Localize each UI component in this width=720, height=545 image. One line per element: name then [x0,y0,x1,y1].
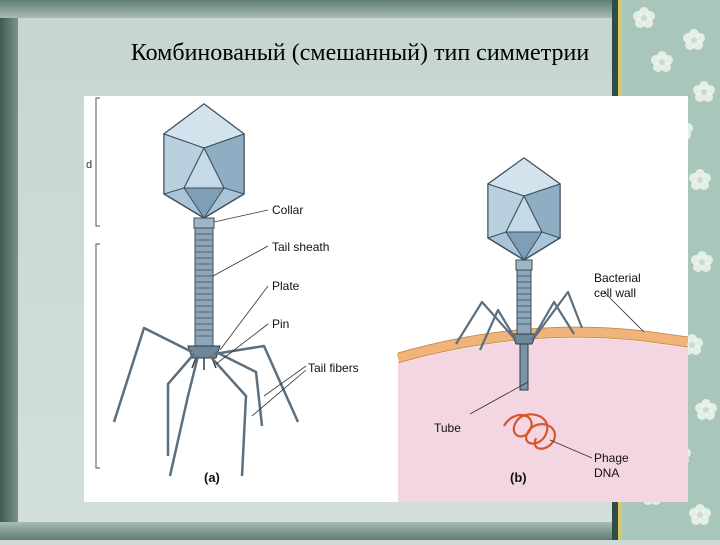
panel-label-b: (b) [510,470,527,485]
margin-bracket-top [95,97,100,227]
phage-b-capsid [486,157,562,261]
bacterial-cell-interior [398,338,688,502]
label-dna-line2: DNA [594,466,619,480]
phage-b-tail-fibers [455,290,584,351]
phage-a-sheath-rings [195,233,213,337]
label-tube: Tube [434,421,461,435]
phage-a [112,103,300,477]
panel-label-a: (a) [204,470,220,485]
phage-b-base-plate [511,333,537,345]
bottom-decorative-strip [0,522,612,540]
margin-bracket-bottom [95,243,100,469]
phage-b-tube [519,343,529,391]
phage-a-collar [193,217,215,229]
slide-title: Комбинованый (смешанный) тип симметрии [130,40,590,66]
bacteriophage-diagram: d [86,97,688,502]
phage-b-collar [515,259,533,271]
phage-b [455,157,584,391]
left-decorative-bar [0,0,18,540]
margin-letter: d [86,159,92,171]
bacteriophage-figure: d [84,96,688,502]
label-plate: Plate [272,279,300,293]
label-collar: Collar [272,203,303,217]
label-bacterial-line1: Bacterial [594,271,641,285]
label-cell-wall-line2: cell wall [594,286,636,300]
phage-b-sheath-rings [517,275,531,325]
top-decorative-strip [0,0,612,18]
label-lines-a [212,209,307,417]
phage-a-capsid [162,103,246,219]
phage-a-tail-fibers [112,326,300,477]
phage-a-base-plate [187,345,221,359]
phage-dna [503,413,557,450]
label-tail-sheath: Tail sheath [272,240,329,254]
label-phage-line1: Phage [594,451,629,465]
label-lines-b [469,291,645,459]
label-pin: Pin [272,317,289,331]
label-tail-fibers: Tail fibers [308,361,359,375]
